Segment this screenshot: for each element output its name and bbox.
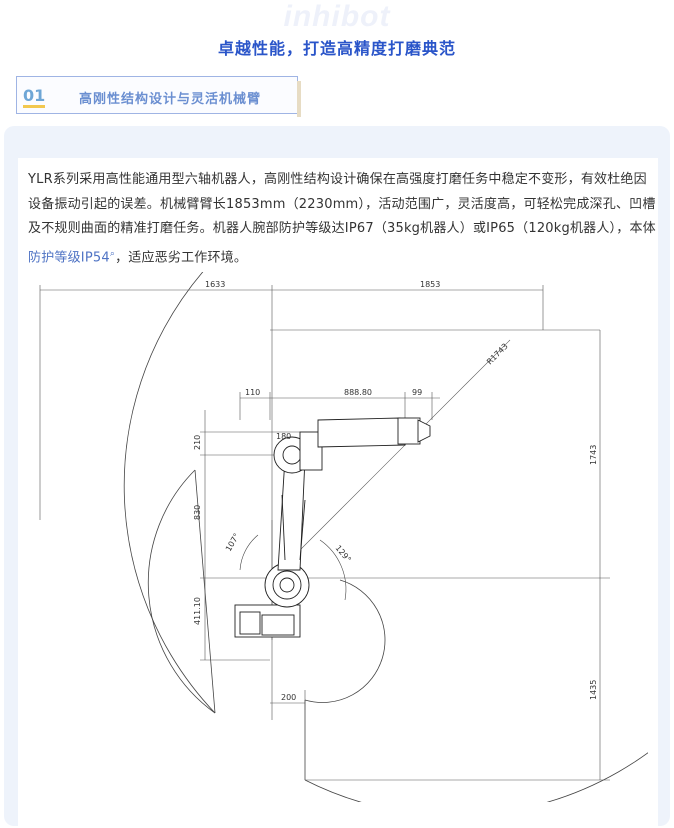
dim-210: 210 xyxy=(193,435,202,450)
dim-r1743: R1743 xyxy=(485,342,510,367)
upper-arm xyxy=(317,417,406,448)
outer-reach-arc xyxy=(123,272,648,802)
section-number: 01 xyxy=(23,86,46,105)
page-headline: 卓越性能，打造高精度打磨典范 xyxy=(217,39,456,58)
dim-180: 180 xyxy=(276,432,291,441)
reach-radius-line xyxy=(271,339,511,579)
section-title: 高刚性结构设计与灵活机械臂 xyxy=(79,92,262,107)
dim-110: 110 xyxy=(245,388,260,397)
dim-1633: 1633 xyxy=(205,280,225,289)
dim-200: 200 xyxy=(281,693,296,702)
description-tail: ，适应恶劣工作环境。 xyxy=(115,249,248,265)
inner-reach-arc xyxy=(147,469,216,714)
robot-workspace-diagram: 1633 1853 R1743 110 888.80 99 180 210 83… xyxy=(39,272,648,802)
dim-1743: 1743 xyxy=(589,445,598,465)
content-card xyxy=(18,158,658,828)
wrist-inner-arc xyxy=(304,579,386,703)
protection-rating-link[interactable]: 防护等级IP54 xyxy=(28,249,110,265)
description-text: YLR系列采用高性能通用型六轴机器人，高刚性结构设计确保在高强度打磨任务中稳定不… xyxy=(28,172,656,236)
description-paragraph: YLR系列采用高性能通用型六轴机器人，高刚性结构设计确保在高强度打磨任务中稳定不… xyxy=(28,168,658,270)
dim-99: 99 xyxy=(412,388,422,397)
dim-1435: 1435 xyxy=(589,680,598,700)
watermark-logo: inhibot xyxy=(283,0,391,33)
angle-129: 129° xyxy=(333,544,352,565)
search-icon[interactable]: ⌕ xyxy=(109,248,116,259)
section-number-underline xyxy=(23,105,45,108)
dim-1853: 1853 xyxy=(420,280,440,289)
section-header: 01 高刚性结构设计与灵活机械臂 xyxy=(16,76,301,117)
dim-411: 411.10 xyxy=(193,597,202,625)
wrist xyxy=(397,417,421,445)
section-header-accent xyxy=(297,81,301,117)
dim-888: 888.80 xyxy=(344,388,372,397)
dim-830: 830 xyxy=(193,505,202,520)
angle-107: 107° xyxy=(224,532,241,553)
